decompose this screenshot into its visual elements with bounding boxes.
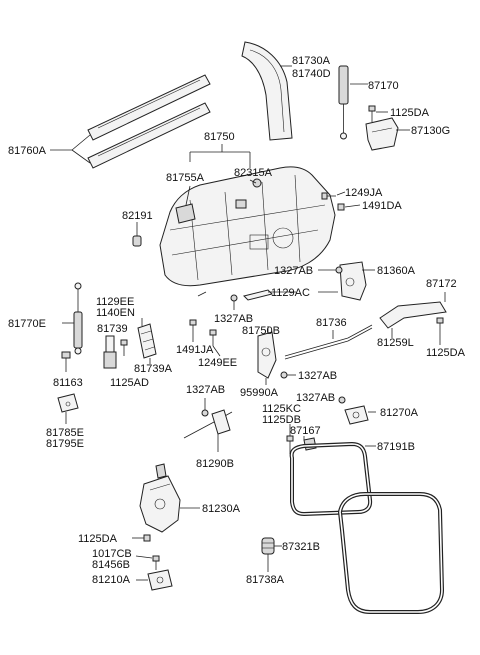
hinge-part (103, 323, 157, 369)
screw-part-5 (120, 339, 128, 356)
screw-part (368, 105, 376, 122)
label-81785E: 81785E (46, 427, 84, 439)
label-1125KC: 1125KC (262, 403, 301, 415)
label-81270A: 81270A (380, 407, 419, 419)
lock-part (139, 463, 181, 533)
label-82191: 82191 (122, 210, 153, 222)
label-81290B: 81290B (196, 458, 234, 470)
bumper-part-2 (261, 537, 275, 555)
label-81795E: 81795E (46, 438, 84, 450)
label-1125DA-mid: 1125DA (426, 347, 466, 359)
label-81230A: 81230A (202, 503, 241, 515)
rod-part-2 (183, 409, 233, 439)
label-1327AB-e: 1327AB (296, 392, 335, 404)
label-87172: 87172 (426, 278, 457, 290)
handle-part (243, 289, 273, 301)
label-1017CB: 1017CB (92, 548, 132, 560)
glass-seal-part (289, 441, 373, 517)
screw-part-3 (436, 317, 444, 335)
bracket-part-3 (57, 393, 79, 413)
label-1327AB-d: 1327AB (186, 384, 225, 396)
label-81360A: 81360A (377, 265, 416, 277)
label-81163: 81163 (53, 377, 83, 389)
label-87130G: 87130G (411, 125, 450, 137)
label-1249JA: 1249JA (345, 187, 383, 199)
label-1491DA: 1491DA (362, 200, 402, 212)
pillar-trim-part (241, 41, 293, 141)
screw-part-2 (321, 192, 345, 211)
striker-part (147, 569, 173, 591)
label-87167: 87167 (290, 425, 321, 437)
rod-part (284, 324, 373, 360)
label-81739: 81739 (97, 323, 128, 335)
label-1327AB-b: 1327AB (214, 313, 253, 325)
label-82315A: 82315A (234, 167, 273, 179)
label-81740D: 81740D (292, 68, 331, 80)
trim-panel-part (159, 166, 336, 287)
label-1327AB-a: 1327AB (274, 265, 313, 277)
label-1140EN: 1140EN (96, 307, 135, 319)
label-81739A: 81739A (134, 363, 173, 375)
label-81456B: 81456B (92, 559, 130, 571)
gas-lifter-part (73, 282, 83, 355)
garnish-strip-part (87, 74, 211, 169)
label-1125DA-top: 1125DA (390, 107, 430, 119)
label-81750: 81750 (204, 131, 235, 143)
label-1125DB: 1125DB (262, 414, 301, 426)
label-1125DA-low: 1125DA (78, 533, 118, 545)
screw-part-7 (132, 534, 151, 542)
bolt-part-2 (152, 555, 160, 570)
label-81210A: 81210A (92, 574, 131, 586)
bolt-part (61, 351, 71, 372)
label-81738A: 81738A (246, 574, 285, 586)
clip-part-2 (235, 199, 247, 209)
label-95990A: 95990A (240, 387, 279, 399)
latch-part (339, 261, 367, 301)
label-87191B: 87191B (377, 441, 415, 453)
label-87321B: 87321B (282, 541, 320, 553)
latch-part-2 (344, 405, 369, 425)
label-81736: 81736 (316, 317, 347, 329)
bracket-part (365, 117, 399, 151)
plug-part (132, 235, 142, 247)
label-1327AB-c: 1327AB (298, 370, 337, 382)
clip-part (252, 178, 262, 188)
label-81770E: 81770E (8, 318, 46, 330)
bracket-part-2 (379, 301, 447, 329)
label-87170: 87170 (368, 80, 399, 92)
label-81730A: 81730A (292, 55, 331, 67)
label-1249EE: 1249EE (198, 357, 237, 369)
label-81259L: 81259L (377, 337, 414, 349)
cover-part (175, 203, 196, 224)
label-1491JA: 1491JA (176, 344, 214, 356)
label-81750B: 81750B (242, 325, 280, 337)
label-81755A: 81755A (166, 172, 205, 184)
actuator-part (257, 331, 277, 379)
door-seal-part (337, 492, 445, 614)
gas-strut-part (338, 65, 349, 140)
label-81760A: 81760A (8, 145, 47, 157)
screw-part-4 (189, 319, 217, 346)
label-1129EE: 1129EE (96, 296, 134, 308)
label-1129AC: 1129AC (271, 287, 310, 299)
label-1125AD: 1125AD (110, 377, 149, 389)
